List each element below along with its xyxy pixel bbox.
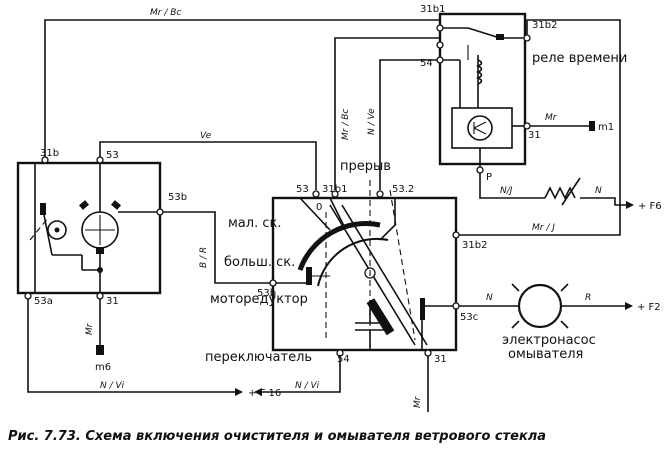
wiper-switch xyxy=(271,180,458,352)
washer-pump xyxy=(511,283,569,329)
relay-contact-icon xyxy=(467,27,501,39)
fuse-f2: + F2 xyxy=(637,302,661,313)
resistor-icon xyxy=(544,186,576,200)
wire-sw-n-vi: N / Vi xyxy=(295,381,320,391)
label-interval: прерыв xyxy=(340,159,391,174)
relay-timer-block xyxy=(451,107,513,149)
motor-gearbox xyxy=(16,161,162,295)
figure-caption: Рис. 7.73. Схема включения очистителя и … xyxy=(8,429,546,444)
wire-motor-mr: Mr xyxy=(85,322,95,335)
wire-bottom-n-vi: N / Vi xyxy=(100,381,125,391)
wire-pump-r: R xyxy=(585,293,591,303)
term-relay-31: 31 xyxy=(528,130,541,141)
label-pump-2: омывателя xyxy=(508,347,583,362)
time-relay xyxy=(438,12,527,172)
fuse-f16: + F 16 xyxy=(248,388,281,399)
term-relay-p: P xyxy=(486,172,492,183)
term-m1: m1 xyxy=(598,122,614,133)
wire-relay-n-ve: N / Ve xyxy=(367,108,377,135)
wire-top-mr-bc: Mr / Bc xyxy=(150,8,181,18)
term-sw-31b1: 31b1 xyxy=(322,184,347,195)
term-sw-0: 0 xyxy=(316,202,322,213)
wire-relay-mr: Mr xyxy=(545,113,558,123)
wire-mr-j: Mr / J xyxy=(532,223,555,233)
term-motor-53b: 53b xyxy=(168,192,187,203)
switch-housing xyxy=(271,196,458,352)
term-sw-53-2: 53.2 xyxy=(392,184,414,195)
wire-sw-mr: Mr xyxy=(413,395,423,408)
term-sw-53b: 53b xyxy=(257,288,276,299)
term-sw-31: 31 xyxy=(434,354,447,365)
term-m6: m6 xyxy=(95,362,111,373)
label-low-speed: мал. ск. xyxy=(228,216,281,231)
term-motor-31b: 31b xyxy=(40,148,59,159)
wire-b-r: B / R xyxy=(199,247,209,268)
relay-housing xyxy=(438,12,527,166)
label-switch: переключатель xyxy=(205,350,312,365)
terminal-dots xyxy=(24,24,531,357)
wire-ve: Ve xyxy=(200,131,212,141)
term-sw-54: 54 xyxy=(337,354,350,365)
term-motor-31: 31 xyxy=(106,296,119,307)
term-motor-53a: 53a xyxy=(34,296,53,307)
wires xyxy=(27,19,634,412)
switch-contact-icon xyxy=(306,267,312,285)
fuse-f6: + F6 xyxy=(638,201,662,212)
term-relay-54: 54 xyxy=(420,58,433,69)
term-sw-53: 53 xyxy=(296,184,309,195)
wire-pump-n: N xyxy=(486,293,493,303)
term-sw-31b2: 31b2 xyxy=(462,240,487,251)
label-motor: моторедуктор xyxy=(210,292,308,307)
cam-icon xyxy=(47,220,67,240)
wire-relay-n-j: N/J xyxy=(500,186,513,196)
term-relay-31b2: 31b2 xyxy=(532,20,557,31)
wire-relay-mr-bc: Mr / Bc xyxy=(341,109,351,140)
term-relay-31b1: 31b1 xyxy=(420,4,445,15)
label-pump-1: электронасос xyxy=(502,333,596,348)
motor-housing xyxy=(16,161,162,295)
relay-transistor-icon xyxy=(467,115,493,141)
label-high-speed: больш. ск. xyxy=(224,255,295,270)
label-relay: реле времени xyxy=(532,51,627,66)
term-motor-53: 53 xyxy=(106,150,119,161)
pump-motor-icon xyxy=(517,283,563,329)
term-sw-53c: 53c xyxy=(460,312,478,323)
wire-relay-n: N xyxy=(595,186,602,196)
labels: моторедуктор реле времени переключатель … xyxy=(8,4,662,444)
